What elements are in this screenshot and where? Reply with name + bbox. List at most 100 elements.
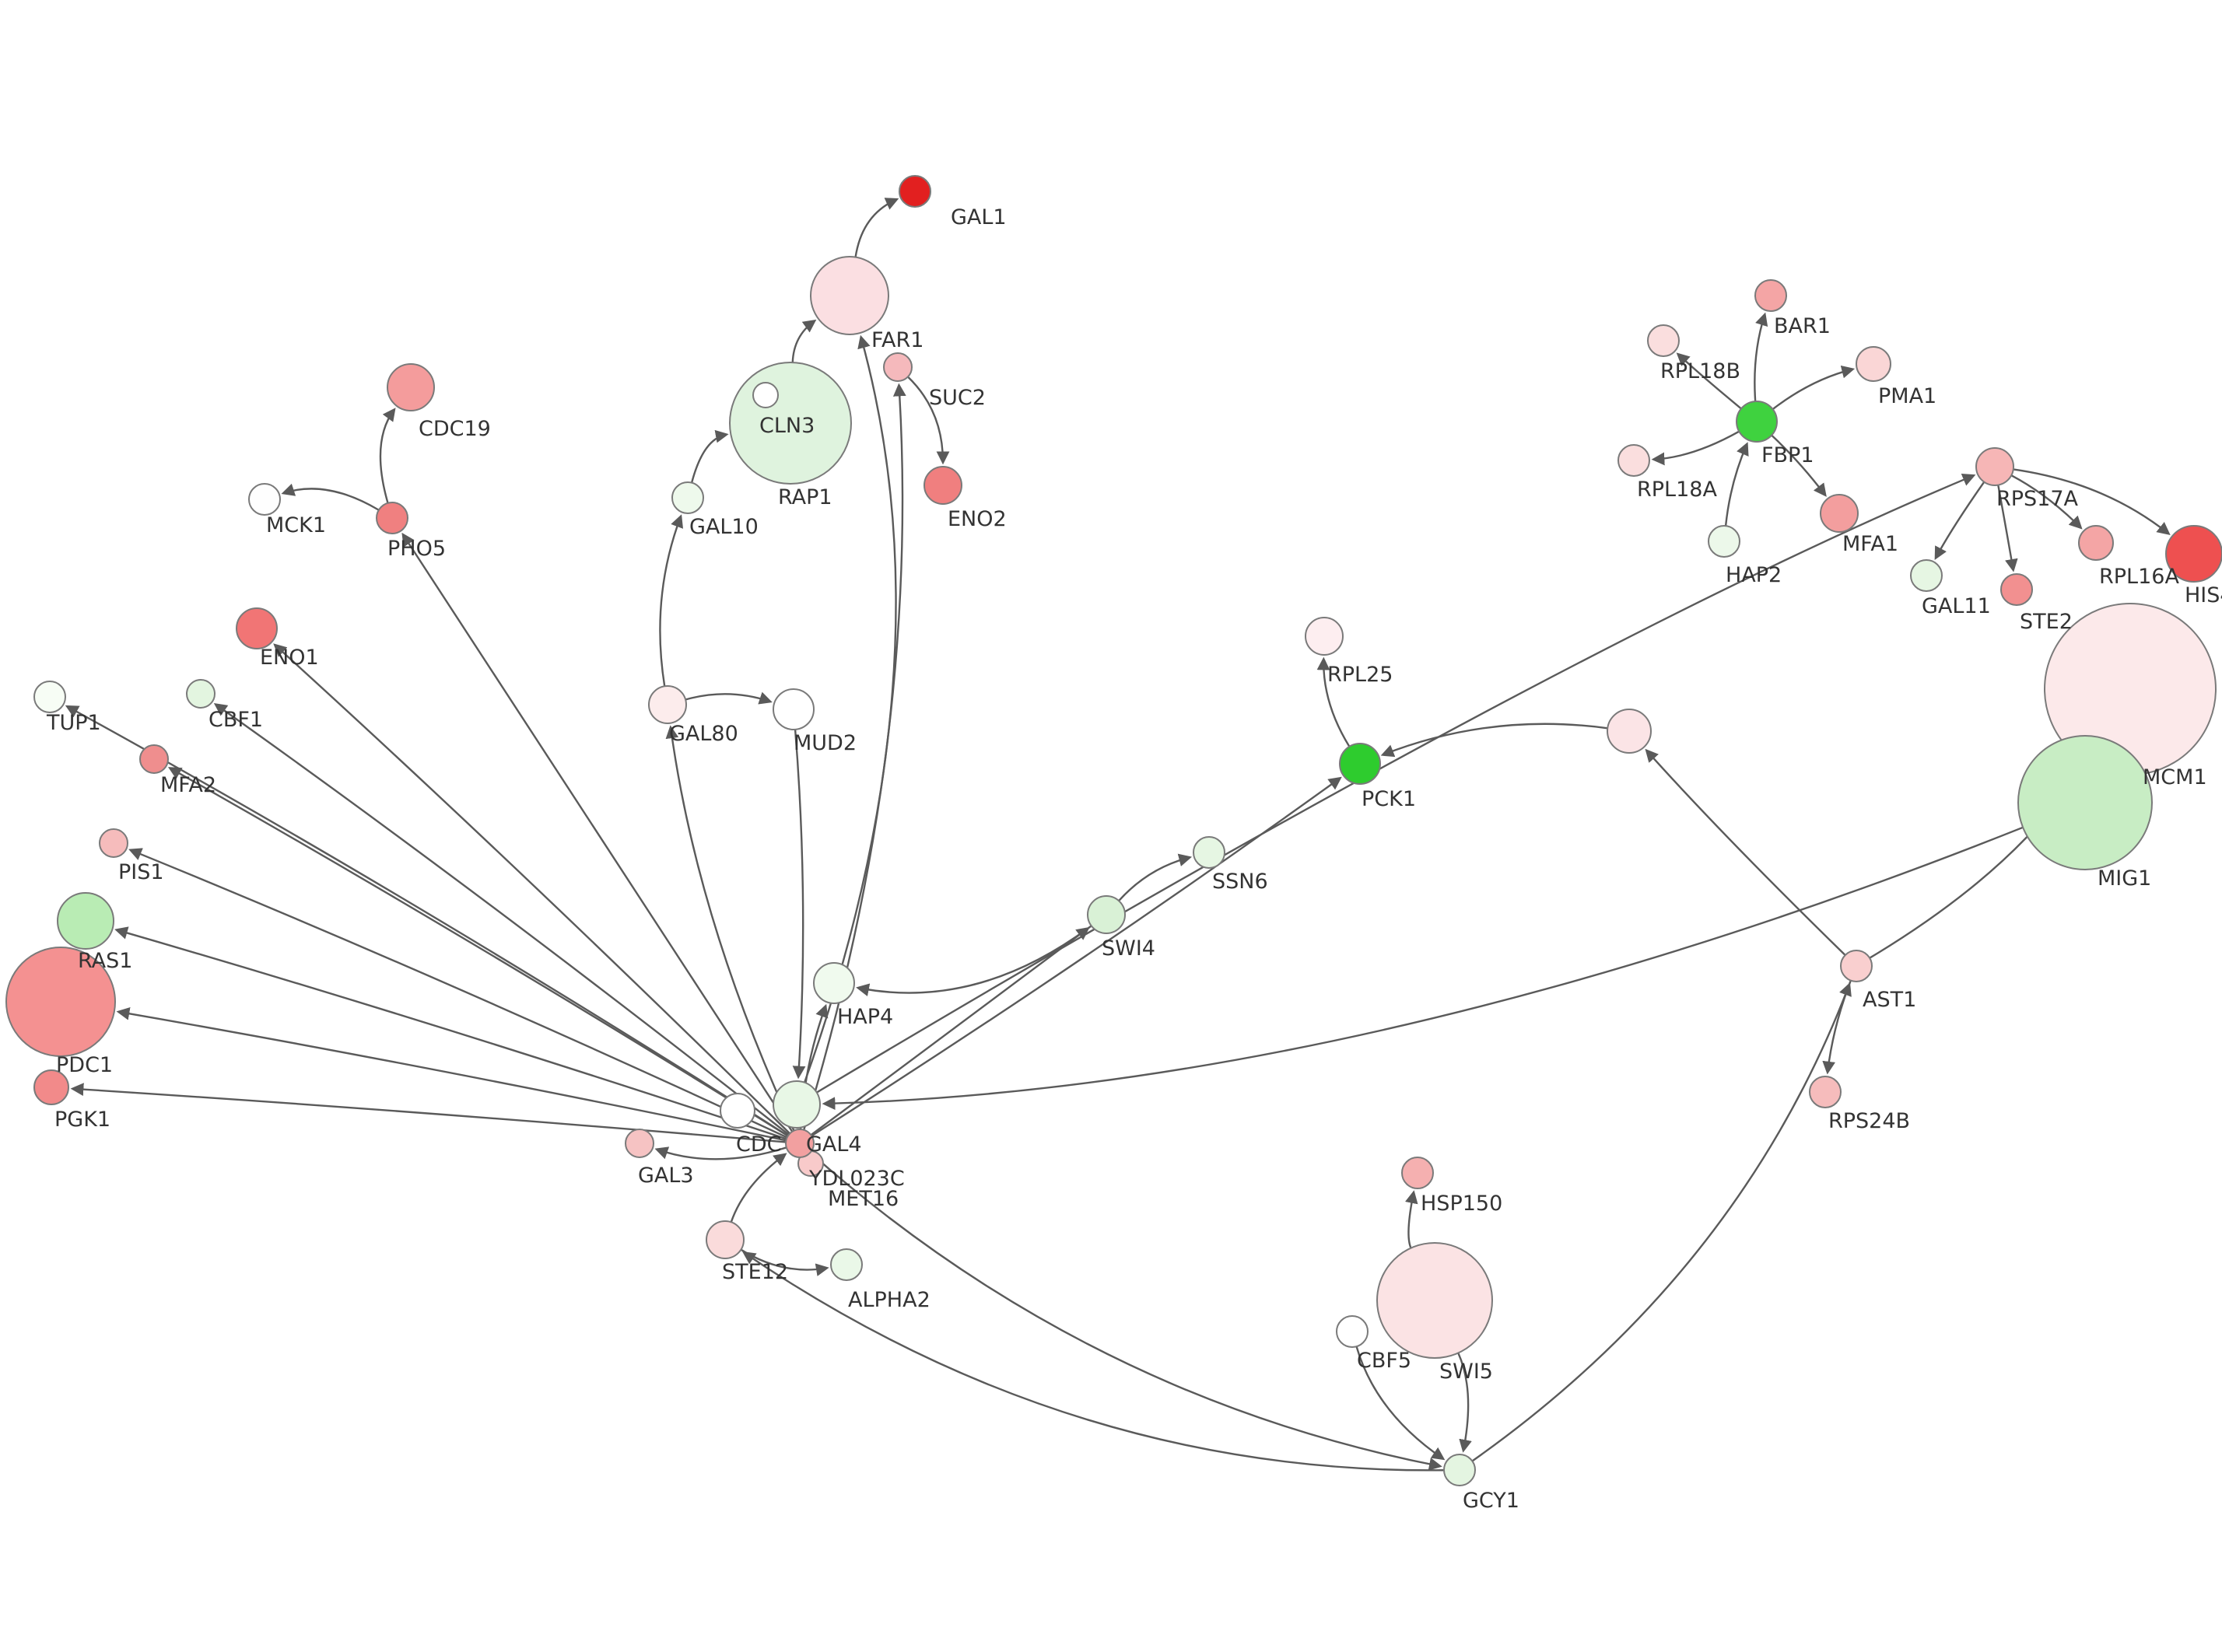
- node-alpha2[interactable]: [830, 1248, 863, 1281]
- node-hap4[interactable]: [813, 962, 855, 1004]
- node-swi4[interactable]: [1087, 895, 1126, 934]
- node-rps24b[interactable]: [1809, 1076, 1842, 1108]
- edge-pho5-cdc19[interactable]: [379, 408, 396, 504]
- edge-gal4-gcy1[interactable]: [809, 1152, 1442, 1471]
- node-gal3[interactable]: [625, 1129, 654, 1158]
- edge-mud2-ydl023c[interactable]: [792, 729, 806, 1080]
- edge-gal4-pck1[interactable]: [811, 776, 1342, 1137]
- edge-gal4-suc2[interactable]: [803, 383, 906, 1131]
- edge-fbp1-rpl18a[interactable]: [1651, 430, 1740, 466]
- node-swi5[interactable]: [1376, 1242, 1493, 1359]
- node-pink1[interactable]: [1607, 709, 1652, 754]
- node-cbf1[interactable]: [186, 679, 216, 709]
- node-label-mck1: MCK1: [266, 513, 326, 537]
- node-tup1[interactable]: [33, 681, 66, 713]
- node-gal11[interactable]: [1910, 559, 1943, 592]
- edge-rps17a-rpl16a[interactable]: [2010, 474, 2083, 530]
- node-ste2[interactable]: [2000, 573, 2033, 606]
- edge-suc2-eno2[interactable]: [907, 376, 950, 465]
- edge-gal4-eno1[interactable]: [273, 643, 791, 1135]
- edge-ast1-pink1[interactable]: [1645, 748, 1846, 956]
- node-hsp150[interactable]: [1401, 1157, 1434, 1189]
- node-rpl18a[interactable]: [1617, 444, 1650, 477]
- edge-gal4-cbf1[interactable]: [213, 702, 790, 1136]
- edge-gal4-pho5[interactable]: [401, 532, 794, 1132]
- node-eno1[interactable]: [236, 607, 278, 649]
- node-pck1[interactable]: [1339, 743, 1381, 785]
- node-rpl16a[interactable]: [2078, 525, 2114, 561]
- edge-pck1-rpl25[interactable]: [1316, 656, 1351, 747]
- node-gal10[interactable]: [671, 481, 704, 514]
- node-fbp1[interactable]: [1736, 401, 1778, 443]
- node-cbf5[interactable]: [1336, 1315, 1369, 1348]
- node-mud2[interactable]: [773, 688, 815, 730]
- edge-gal10-cln3[interactable]: [690, 429, 729, 483]
- edge-gal4-gal80[interactable]: [665, 725, 795, 1132]
- node-gal1[interactable]: [899, 175, 931, 208]
- edge-gal4-mfa2[interactable]: [167, 767, 789, 1137]
- edge-far1-gal1[interactable]: [854, 198, 899, 257]
- edge-cln3-far1[interactable]: [791, 319, 817, 363]
- edge-fbp1-mfa1[interactable]: [1771, 434, 1827, 497]
- node-eno2[interactable]: [923, 466, 962, 505]
- edge-gal4-pgk1[interactable]: [70, 1083, 787, 1143]
- edge-gcy1-ste12[interactable]: [742, 1251, 1445, 1472]
- edge-pho5-mck1[interactable]: [281, 483, 380, 511]
- edge-gal80-gal10[interactable]: [659, 514, 684, 687]
- node-suc2[interactable]: [883, 352, 913, 382]
- node-pgk1[interactable]: [33, 1069, 69, 1105]
- edge-gal4-swi4[interactable]: [810, 926, 1090, 1136]
- edge-hap2-fbp1[interactable]: [1724, 442, 1749, 527]
- node-rpl18b[interactable]: [1647, 324, 1680, 357]
- node-far1[interactable]: [810, 256, 889, 335]
- node-gal4[interactable]: [785, 1129, 815, 1158]
- node-label-ydl023c: YDL023C: [808, 1167, 905, 1191]
- edge-ast1-rps24b[interactable]: [1822, 980, 1852, 1075]
- edge-ste12-alpha2[interactable]: [740, 1248, 829, 1276]
- node-mig1[interactable]: [2017, 735, 2153, 870]
- edge-swi5-hsp150[interactable]: [1405, 1190, 1418, 1249]
- node-pho5[interactable]: [376, 502, 408, 534]
- edge-cbf5-gcy1[interactable]: [1355, 1346, 1446, 1461]
- edge-ydl023c-rps17a[interactable]: [816, 474, 1976, 1094]
- node-ydl023c[interactable]: [773, 1080, 821, 1129]
- node-ast1[interactable]: [1840, 950, 1873, 982]
- edge-gal4-ras1[interactable]: [114, 926, 787, 1140]
- node-pma1[interactable]: [1856, 346, 1891, 382]
- edge-fbp1-bar1[interactable]: [1754, 312, 1768, 402]
- node-pis1[interactable]: [99, 828, 128, 858]
- node-ssn6[interactable]: [1193, 836, 1225, 869]
- edge-swi4-ssn6[interactable]: [1118, 853, 1193, 901]
- edge-fbp1-pma1[interactable]: [1772, 365, 1856, 411]
- node-cdc[interactable]: [720, 1093, 755, 1129]
- edge-gal4-pis1[interactable]: [128, 848, 788, 1139]
- edge-ste12-gal4[interactable]: [730, 1153, 787, 1223]
- edge-gal4-pdc1[interactable]: [116, 1006, 787, 1142]
- edge-swi5-gcy1[interactable]: [1457, 1353, 1472, 1453]
- node-bar1[interactable]: [1754, 279, 1787, 312]
- edge-pink1-pck1[interactable]: [1380, 723, 1608, 758]
- node-gal80[interactable]: [648, 685, 687, 724]
- node-gcy1[interactable]: [1443, 1454, 1476, 1486]
- node-mfa2[interactable]: [139, 744, 169, 774]
- node-hap2[interactable]: [1708, 525, 1740, 558]
- edge-rps17a-ste2[interactable]: [1997, 485, 2018, 572]
- node-pdc1[interactable]: [5, 947, 116, 1057]
- edge-fbp1-rpl18b[interactable]: [1676, 352, 1742, 410]
- node-ste12[interactable]: [706, 1220, 745, 1259]
- node-mfa1[interactable]: [1820, 494, 1859, 533]
- node-rap1[interactable]: [752, 382, 779, 408]
- edge-swi4-hap4[interactable]: [856, 925, 1092, 996]
- edge-gcy1-ast1[interactable]: [1471, 982, 1852, 1462]
- node-rpl25[interactable]: [1305, 617, 1344, 656]
- edge-gal80-mud2[interactable]: [685, 691, 773, 705]
- node-mck1[interactable]: [248, 483, 281, 516]
- node-rps17a[interactable]: [1975, 447, 2014, 486]
- edge-rps17a-his4[interactable]: [2013, 468, 2171, 535]
- node-cdc19[interactable]: [387, 363, 435, 411]
- edge-mig1-ydl023c[interactable]: [822, 826, 2024, 1111]
- edge-gal4-gal3[interactable]: [654, 1146, 787, 1160]
- node-ras1[interactable]: [57, 892, 114, 950]
- node-his4[interactable]: [2165, 525, 2222, 583]
- edge-rps17a-gal11[interactable]: [1934, 481, 1985, 561]
